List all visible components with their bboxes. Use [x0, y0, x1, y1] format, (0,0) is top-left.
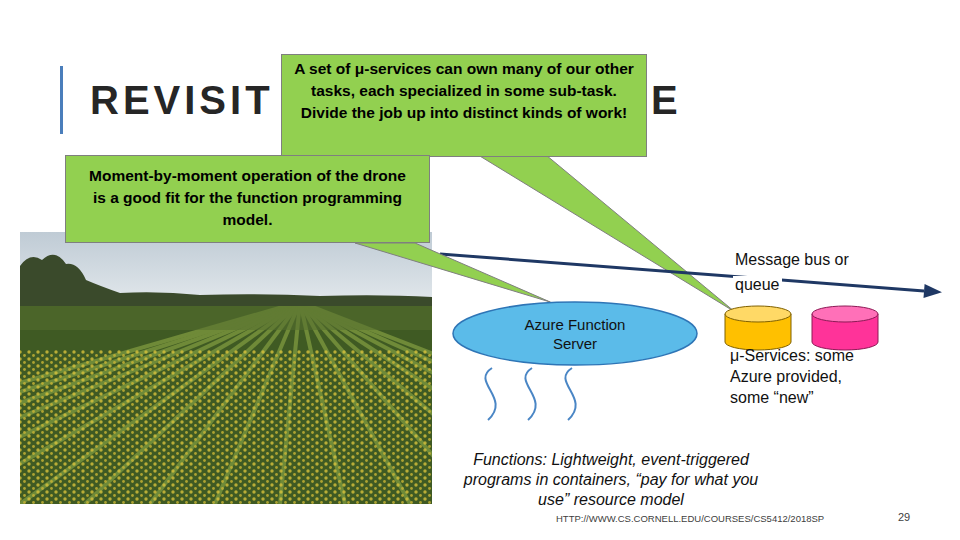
pointer-wedge	[355, 243, 550, 302]
server-label: Azure Function Server	[510, 315, 640, 353]
callout-box: Moment-by-moment operation of the drone …	[65, 155, 430, 243]
message-bus-arrowhead	[924, 284, 943, 298]
callout-box: A set of μ-services can own many of our …	[281, 54, 647, 157]
source-url: HTTP://WWW.CS.CORNELL.EDU/COURSES/CS5412…	[556, 513, 824, 525]
callout-text: Moment-by-moment operation of the drone …	[87, 165, 409, 231]
sunflowers	[20, 350, 432, 504]
page-number: 29	[898, 511, 910, 524]
services-label: μ-Services: some Azure provided, some “n…	[730, 345, 882, 408]
ellipse-outline	[452, 301, 698, 366]
crop-rows	[20, 302, 432, 504]
ellipse-shape	[453, 302, 697, 365]
bus-label: Message bus or queue	[733, 247, 868, 297]
function-squiggles	[485, 368, 575, 420]
sunflower-field-photo	[20, 232, 432, 504]
accent-bar	[60, 66, 63, 134]
slide-title: REVISIT	[90, 78, 274, 122]
callout-pointer	[355, 243, 550, 302]
functions-note: Functions: Lightweight, event-triggered …	[455, 450, 767, 510]
tree-line	[20, 255, 432, 306]
label-text: Message bus or queue	[733, 251, 851, 293]
pink-cylinder	[812, 306, 878, 350]
yellow-cylinder	[725, 306, 791, 350]
callout-text: A set of μ-services can own many of our …	[288, 58, 640, 124]
title-fragment: E	[651, 78, 682, 122]
function-server-ellipse: Azure Function Server	[452, 301, 698, 366]
